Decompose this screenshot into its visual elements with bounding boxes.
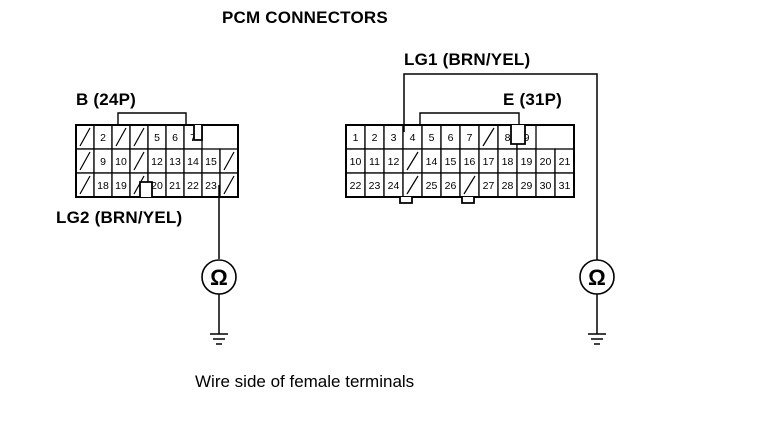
connector-e-key-bottom-a	[399, 197, 413, 204]
wire-lg2-label: LG2 (BRN/YEL)	[56, 208, 183, 227]
connector-b-empty-slash	[133, 127, 145, 147]
connector-b-key-bottom	[139, 181, 153, 197]
connector-e-terminal-label: 2	[372, 132, 378, 144]
connector-e-terminal-label: 14	[426, 156, 438, 168]
connector-b-terminal-label: 13	[169, 156, 181, 168]
connector-b-terminal-label: 21	[169, 180, 181, 192]
connector-e-terminal-label: 16	[464, 156, 476, 168]
connector-b-terminal-label: 9	[100, 156, 106, 168]
connector-b-empty-slash	[133, 175, 145, 195]
connector-b-key-top	[193, 125, 203, 141]
connector-e-key-top	[510, 125, 526, 145]
connector-e-terminal-label: 11	[369, 156, 380, 168]
connector-b-terminal-label: 10	[115, 156, 127, 168]
connector-b-terminal-label: 12	[151, 156, 163, 168]
connector-b-empty-slash	[223, 151, 235, 171]
connector-b-empty-slash	[79, 127, 91, 147]
connector-b-latch	[117, 112, 187, 125]
caption: Wire side of female terminals	[195, 372, 415, 391]
connector-e-terminal-label: 4	[410, 132, 416, 144]
connector-b-label: B (24P)	[76, 90, 136, 109]
page-title: PCM CONNECTORS	[222, 8, 388, 27]
connector-b-empty-slash	[115, 127, 127, 147]
ohmmeter-left-symbol: Ω	[210, 265, 228, 290]
connector-e-empty-slash	[406, 151, 419, 171]
wire-lg1-label: LG1 (BRN/YEL)	[404, 50, 531, 69]
connector-e-terminal-label: 1	[353, 132, 359, 144]
connector-e-terminal-label: 8	[505, 132, 511, 144]
connector-b-empty-slash	[79, 151, 91, 171]
connector-e-label: E (31P)	[503, 90, 563, 109]
connector-e-terminal-label: 27	[483, 180, 495, 192]
connector-b-terminal-label: 2	[100, 132, 106, 144]
connector-e-outline	[345, 124, 575, 198]
connector-e-terminal-label: 29	[521, 180, 533, 192]
connector-e-terminal-label: 21	[559, 156, 571, 168]
connector-e-empty-slash	[482, 127, 495, 147]
connector-e-terminal-label: 7	[467, 132, 473, 144]
connector-e-terminal-label: 26	[445, 180, 457, 192]
wire-lg1	[403, 73, 598, 260]
connector-b-terminal-label: 19	[115, 180, 127, 192]
connector-e-terminal-label: 12	[388, 156, 400, 168]
connector-b-terminal-label: 14	[187, 156, 199, 168]
connector-e-latch	[419, 112, 520, 125]
connector-b-empty-slash	[133, 151, 145, 171]
ohmmeter-right-symbol: Ω	[588, 265, 606, 290]
connector-b-terminal-label: 23	[205, 180, 217, 192]
connector-e-terminal-label: 24	[388, 180, 400, 192]
connector-e-terminal-label: 9	[524, 132, 530, 144]
connector-e-terminal-label: 10	[350, 156, 362, 168]
connector-b-empty-slash	[223, 175, 235, 195]
connector-b-terminal-label: 15	[205, 156, 217, 168]
connector-e-terminal-label: 6	[448, 132, 454, 144]
connector-b-terminal-label: 5	[154, 132, 160, 144]
connector-e-empty-slash	[463, 175, 476, 195]
connector-e-key-bottom-b	[461, 197, 475, 204]
connector-e-terminal-label: 17	[483, 156, 495, 168]
connector-e-terminal-label: 25	[426, 180, 438, 192]
connector-e-terminal-label: 30	[540, 180, 552, 192]
connector-e-terminal-label: 23	[369, 180, 381, 192]
connector-b-outline	[75, 124, 239, 198]
connector-e-terminal-label: 19	[521, 156, 533, 168]
connector-e-terminal-label: 28	[502, 180, 514, 192]
connector-e-terminal-label: 20	[540, 156, 552, 168]
connector-b-terminal-label: 22	[187, 180, 199, 192]
connector-e-terminal-label: 22	[350, 180, 362, 192]
connector-e-terminal-label: 5	[429, 132, 435, 144]
connector-b-terminal-label: 7	[190, 132, 196, 144]
connector-e-terminal-label: 3	[391, 132, 397, 144]
connector-e-terminal-label: 18	[502, 156, 514, 168]
connector-b-empty-slash	[79, 175, 91, 195]
connector-b-terminal-label: 20	[151, 180, 163, 192]
connector-e-empty-slash	[406, 175, 419, 195]
connector-e-terminal-label: 15	[445, 156, 457, 168]
connector-e-terminal-label: 31	[559, 180, 571, 192]
connector-b-terminal-label: 6	[172, 132, 178, 144]
connector-b-terminal-label: 18	[97, 180, 109, 192]
